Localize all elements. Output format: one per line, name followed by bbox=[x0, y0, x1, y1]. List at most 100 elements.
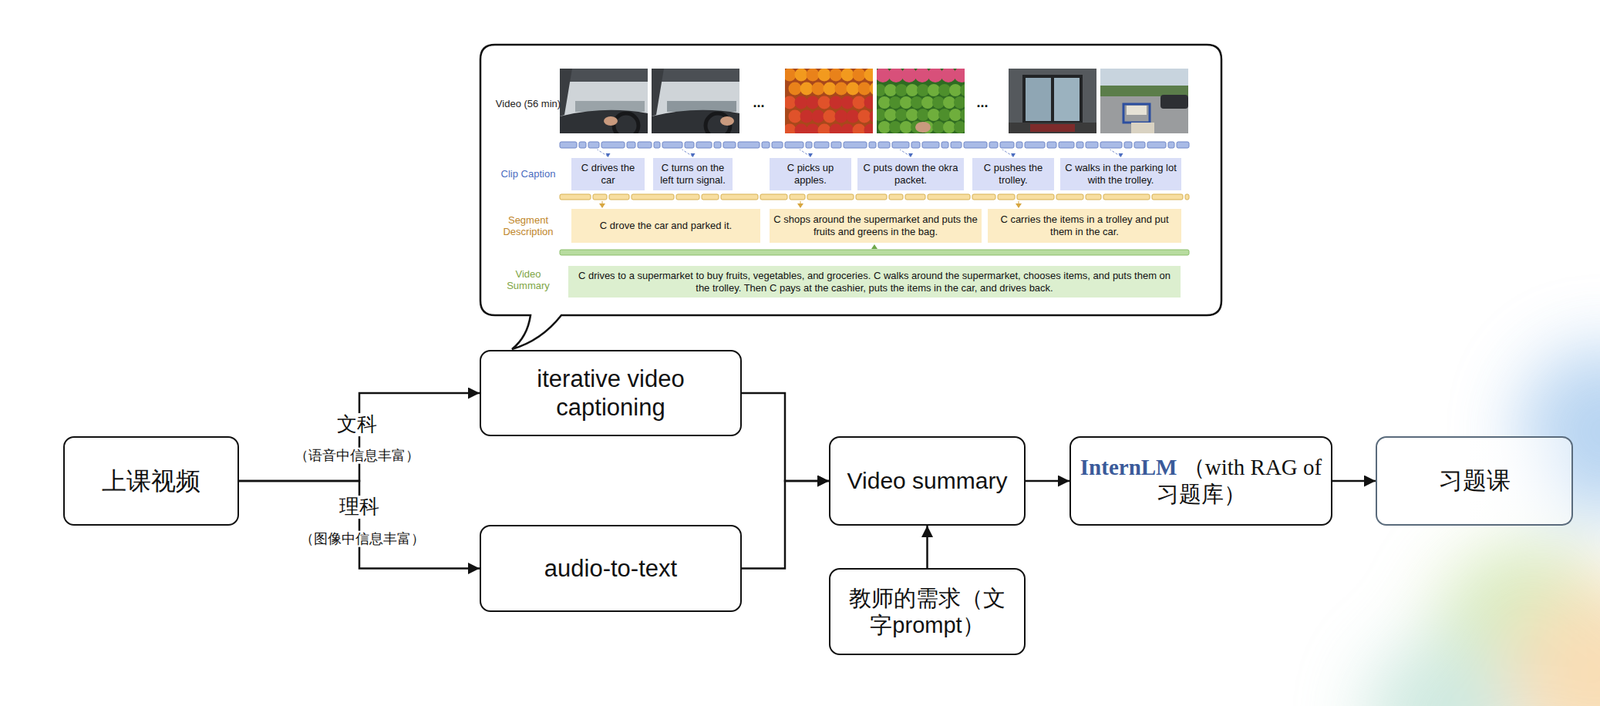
timeline-segment bbox=[1024, 141, 1045, 149]
greens bbox=[878, 121, 891, 134]
timeline-segment bbox=[601, 141, 625, 149]
leader-line bbox=[597, 149, 609, 157]
fruit bbox=[818, 96, 832, 110]
timeline-segment bbox=[889, 194, 903, 200]
box-label: audio-to-text bbox=[544, 555, 678, 583]
timeline-segment bbox=[905, 194, 926, 200]
fruit bbox=[841, 68, 855, 82]
text-group: C picks up apples. bbox=[773, 161, 848, 186]
timeline-segment bbox=[927, 194, 971, 200]
timeline-segment bbox=[805, 141, 812, 149]
timeline-segment bbox=[1176, 141, 1190, 149]
hand bbox=[720, 116, 735, 126]
leader-tick bbox=[1015, 203, 1022, 209]
text-group: 上课视频 bbox=[101, 466, 201, 496]
summary-bar bbox=[559, 249, 1190, 256]
timeline-segment bbox=[807, 194, 854, 200]
timeline-segment bbox=[941, 141, 949, 149]
speech-bubble-callout: Video (56 min)Clip CaptionSegment Descri… bbox=[479, 43, 1223, 317]
branch-label: 理科 bbox=[336, 495, 382, 519]
timeline-segment bbox=[1147, 141, 1166, 149]
flow-arrow bbox=[239, 481, 480, 570]
glow-teal bbox=[1364, 640, 1520, 706]
greens bbox=[953, 121, 965, 134]
flow-arrow bbox=[239, 393, 480, 482]
row-label: Segment Description bbox=[495, 215, 562, 239]
timeline-segment bbox=[1100, 141, 1122, 149]
row-label: Clip Caption bbox=[495, 168, 562, 181]
greens bbox=[916, 108, 930, 122]
timeline-segment bbox=[684, 141, 694, 149]
door-mat bbox=[1030, 124, 1075, 132]
segment-description-box: C drove the car and parked it. bbox=[571, 208, 761, 243]
greens bbox=[884, 108, 897, 122]
text-group: 教师的需求（文字prompt） bbox=[838, 585, 1017, 640]
box-label: C drives to a supermarket to buy fruits,… bbox=[578, 269, 1171, 294]
text-group: C pushes the trolley. bbox=[976, 161, 1051, 186]
clip-caption-box: C picks up apples. bbox=[769, 158, 852, 191]
text-group: C carries the items in a trolley and put… bbox=[991, 213, 1178, 238]
row-label: Video Summary bbox=[495, 269, 562, 293]
greens bbox=[878, 96, 891, 109]
leader-tick bbox=[1010, 153, 1016, 158]
timeline-segment bbox=[1056, 194, 1084, 200]
fruit bbox=[806, 68, 820, 82]
fruit bbox=[864, 124, 874, 135]
fruit bbox=[829, 124, 843, 135]
fruit bbox=[811, 110, 826, 124]
video-frame bbox=[784, 68, 873, 134]
text-group: 习题课 bbox=[1438, 466, 1511, 496]
greens bbox=[960, 108, 965, 122]
leader-line bbox=[799, 149, 811, 157]
timeline-segment bbox=[784, 141, 804, 149]
fruit bbox=[800, 110, 814, 124]
greens bbox=[910, 96, 923, 109]
ellipsis-mark: ... bbox=[973, 94, 991, 112]
box-label: C puts down the okra packet. bbox=[863, 161, 959, 186]
timeline-segment bbox=[1152, 194, 1183, 200]
hand bbox=[915, 121, 931, 133]
timeline-segment bbox=[771, 141, 783, 149]
glass-door bbox=[1025, 77, 1051, 122]
greens bbox=[960, 84, 965, 97]
color-glow bbox=[1364, 346, 1600, 706]
floor bbox=[1008, 122, 1097, 134]
greens bbox=[899, 96, 913, 109]
process-box: Video summary bbox=[828, 436, 1026, 526]
video-frame bbox=[876, 68, 965, 134]
fruit bbox=[794, 124, 809, 135]
timeline-segment bbox=[997, 194, 1015, 200]
car-pillar bbox=[651, 68, 664, 117]
leader-line bbox=[1110, 149, 1122, 157]
leader-line bbox=[1002, 149, 1014, 157]
dragonfruit bbox=[927, 68, 944, 83]
timeline-segment bbox=[1017, 194, 1055, 200]
fruit bbox=[788, 82, 802, 96]
video-frame bbox=[559, 68, 648, 134]
timeline-segment bbox=[626, 141, 636, 149]
video-frame bbox=[1100, 68, 1189, 134]
leader-tick bbox=[908, 153, 913, 158]
fruit bbox=[852, 124, 866, 135]
branch-label: （图像中信息丰富） bbox=[297, 531, 428, 548]
video-frame bbox=[1008, 68, 1097, 134]
glow-orange bbox=[1507, 586, 1600, 706]
sky bbox=[1100, 68, 1189, 134]
box-label: 教师的需求（文字prompt） bbox=[848, 586, 1006, 638]
leader-line bbox=[899, 149, 911, 157]
box-label: C drove the car and parked it. bbox=[599, 219, 732, 232]
windshield bbox=[651, 68, 740, 134]
fruit bbox=[806, 124, 820, 135]
timeline-segment bbox=[761, 141, 770, 149]
model-name: InternLM bbox=[1080, 454, 1178, 480]
video-frame bbox=[651, 68, 740, 134]
fruit bbox=[829, 68, 843, 82]
timeline-segment bbox=[592, 194, 607, 200]
timeline-segment bbox=[579, 141, 587, 149]
dragonfruit bbox=[901, 68, 917, 83]
fruit bbox=[846, 110, 860, 124]
timeline-segment bbox=[1016, 141, 1023, 149]
greens bbox=[938, 84, 951, 97]
fruit bbox=[818, 68, 832, 82]
greens bbox=[906, 108, 919, 122]
